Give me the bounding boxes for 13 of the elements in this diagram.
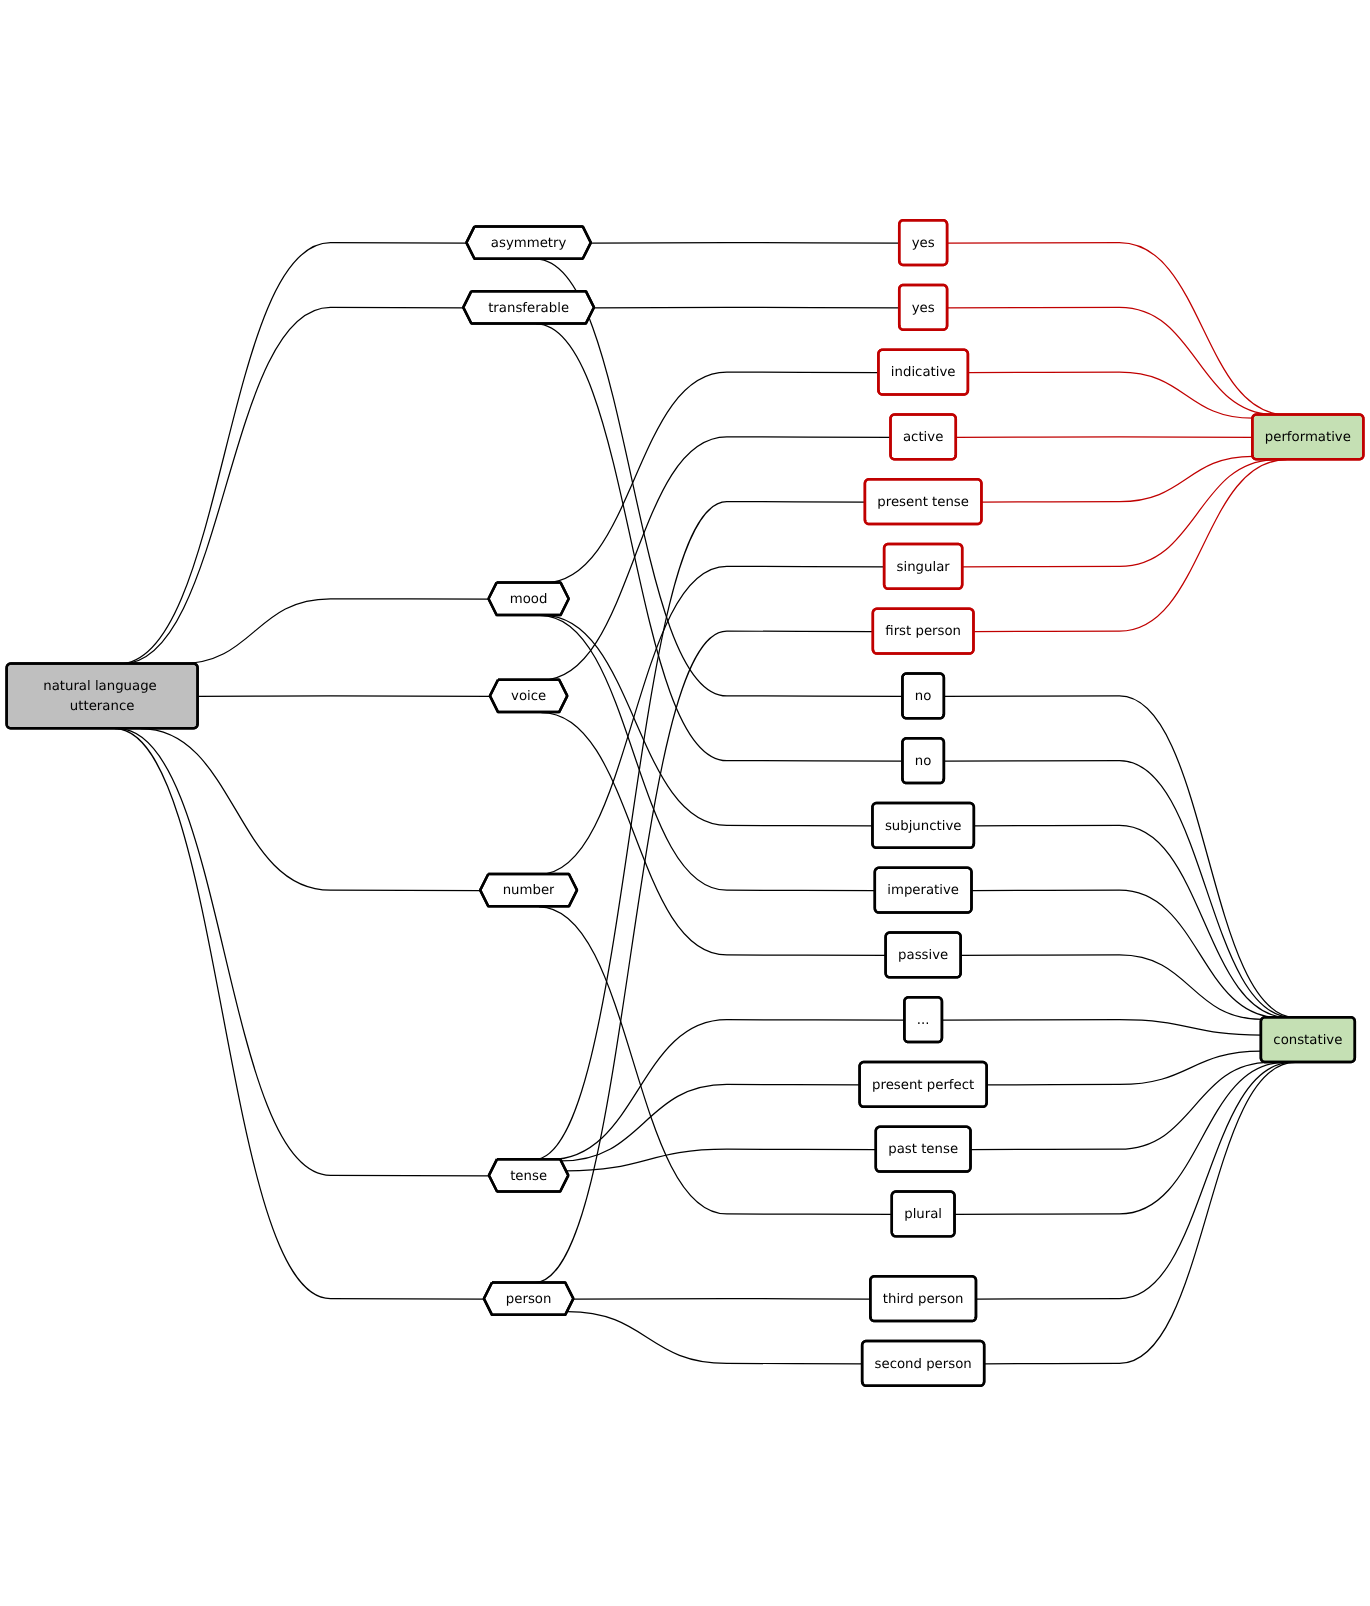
connector	[941, 1019, 1262, 1036]
connector	[967, 371, 1254, 419]
connector	[590, 242, 901, 244]
connector	[573, 1298, 872, 1300]
connector	[566, 1311, 864, 1365]
connector	[960, 954, 1263, 1020]
connector	[565, 1148, 877, 1172]
connector	[955, 436, 1254, 438]
connector	[560, 1083, 861, 1162]
connector	[197, 695, 491, 697]
connector	[981, 455, 1254, 503]
connector	[593, 306, 901, 309]
connector	[986, 1050, 1262, 1086]
